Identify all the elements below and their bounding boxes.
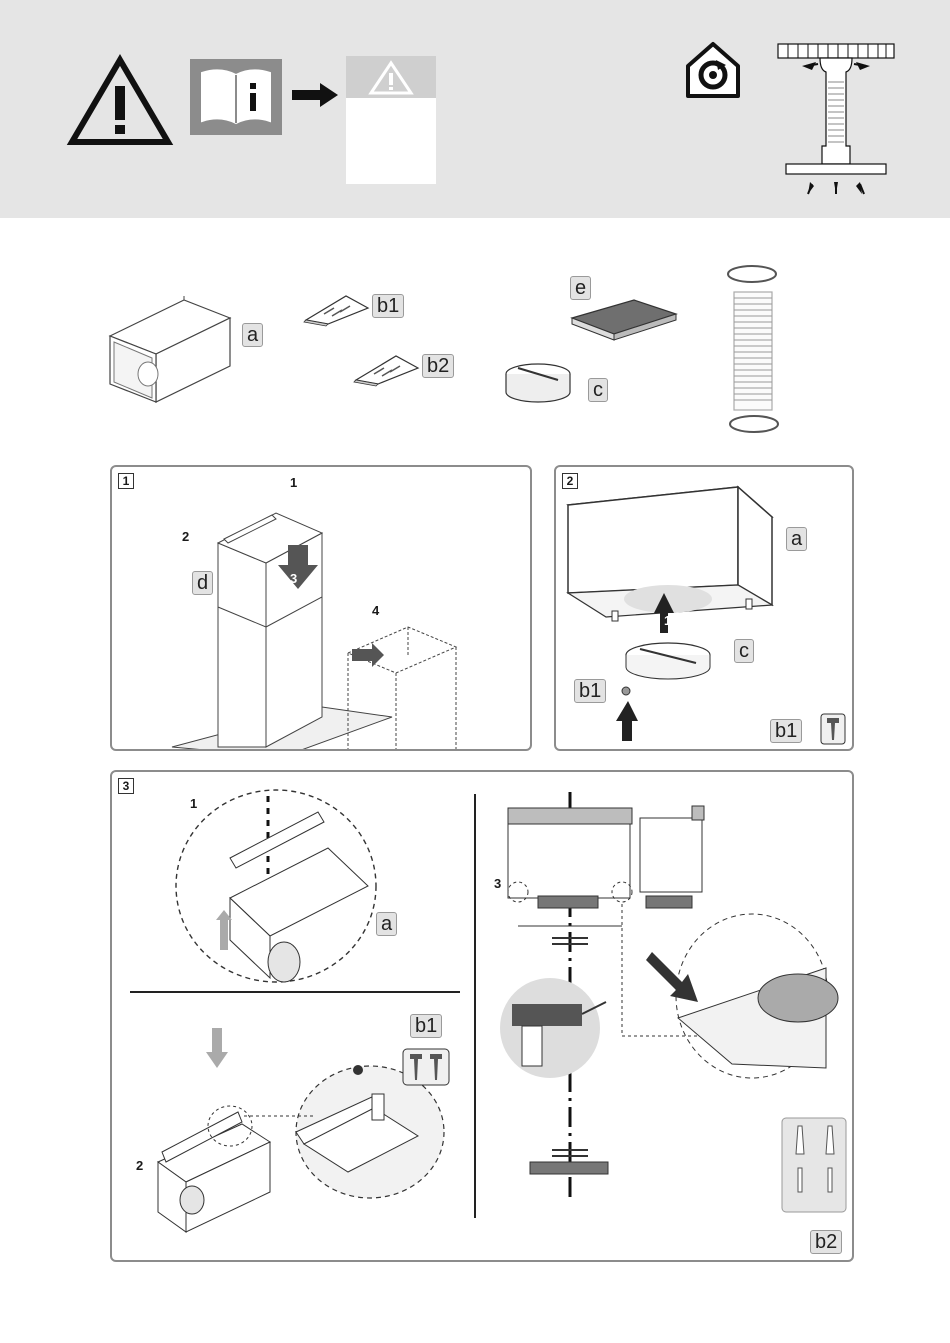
label-a: a bbox=[376, 912, 397, 936]
warning-triangle-icon bbox=[68, 56, 172, 146]
hose-with-clamps bbox=[722, 262, 784, 442]
label-b1-box: b1 bbox=[770, 719, 802, 743]
screws-box-icon bbox=[402, 1048, 450, 1086]
step-1-label: 1 bbox=[290, 475, 297, 490]
panel-1: 1 1 2 3 4 d bbox=[110, 465, 532, 751]
part-e-filter bbox=[568, 296, 680, 342]
part-label-c: c bbox=[588, 378, 608, 402]
label-b1: b1 bbox=[574, 679, 606, 703]
part-c-flange bbox=[502, 362, 574, 406]
label-a: a bbox=[786, 527, 807, 551]
step-1-label: 1 bbox=[190, 796, 197, 811]
warning-box-header bbox=[346, 56, 436, 98]
step-2-label: 2 bbox=[182, 529, 189, 544]
label-b2: b2 bbox=[810, 1230, 842, 1254]
step-3-label: 3 bbox=[494, 876, 501, 891]
recirculation-house-icon bbox=[680, 40, 746, 100]
divider-vertical bbox=[474, 794, 476, 1218]
part-b2-anchor-bag bbox=[350, 352, 422, 386]
warning-box bbox=[346, 56, 436, 184]
label-b1: b1 bbox=[410, 1014, 442, 1038]
part-label-d: d bbox=[192, 571, 213, 595]
part-b1-screw-bag bbox=[300, 292, 372, 326]
chimney-assembly-illustration bbox=[172, 497, 522, 751]
step-4-label: 4 bbox=[372, 603, 379, 618]
arrow-step-label: 1 bbox=[664, 613, 671, 628]
panel-number: 1 bbox=[118, 473, 134, 489]
arrow-right-icon bbox=[292, 83, 338, 107]
bracket-mount-detail-top bbox=[172, 786, 382, 984]
step-2-label: 2 bbox=[136, 1158, 143, 1173]
part-label-a: a bbox=[242, 323, 263, 347]
panel-2: 2 1 a c b1 b1 bbox=[554, 465, 854, 751]
label-c: c bbox=[734, 639, 754, 663]
part-label-b2: b2 bbox=[422, 354, 454, 378]
drilling-template-illustration bbox=[502, 792, 842, 1232]
step-3-label: 3 bbox=[290, 571, 297, 586]
hood-bottom-flange-illustration bbox=[566, 485, 846, 745]
read-manual-info-icon bbox=[190, 59, 282, 135]
divider-horizontal bbox=[130, 991, 460, 993]
screw-icon bbox=[820, 713, 846, 745]
warning-small-icon bbox=[369, 61, 413, 95]
bracket-screw-detail-bottom bbox=[148, 1012, 448, 1212]
airflow-diagram-icon bbox=[776, 42, 896, 198]
panel-3: 3 1 a 2 b1 bbox=[110, 770, 854, 1262]
part-a-duct-illustration bbox=[104, 294, 236, 404]
part-label-b1: b1 bbox=[372, 294, 404, 318]
part-label-e: e bbox=[570, 276, 591, 300]
panel-number: 3 bbox=[118, 778, 134, 794]
